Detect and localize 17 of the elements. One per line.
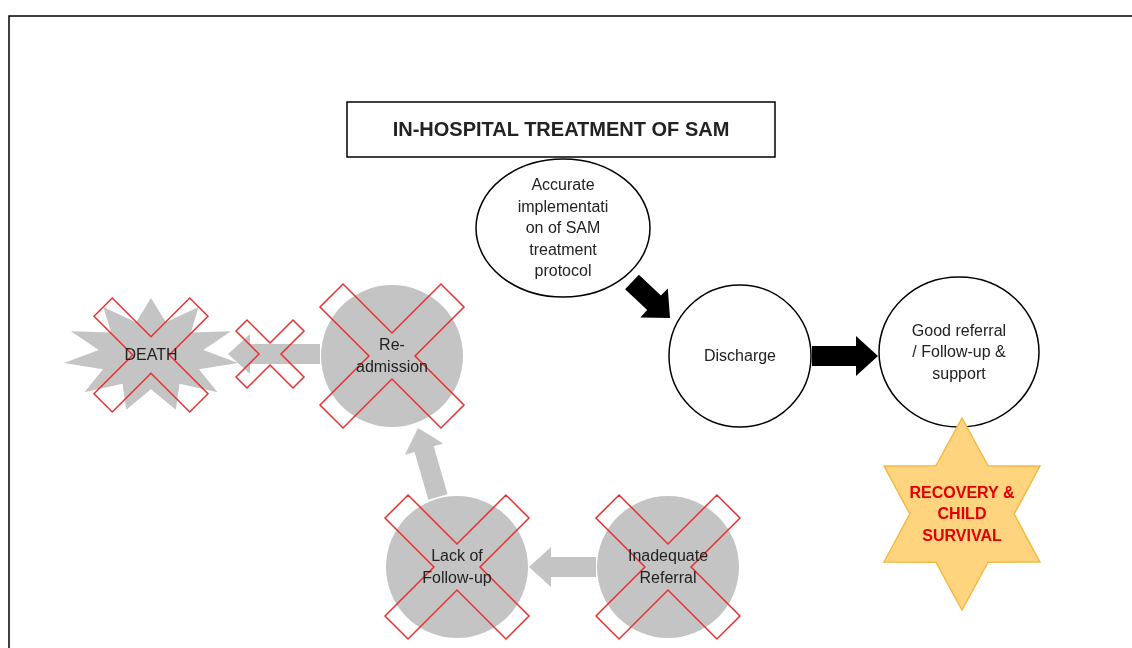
node-label: Accurate implementation of SAM treatment protocol	[516, 175, 610, 282]
circle-node	[878, 276, 1040, 428]
node-label: Good referral / Follow-up & support	[910, 320, 1008, 384]
node-label: Lack of Follow-up	[421, 546, 493, 588]
ellipse-node	[475, 158, 651, 298]
block-arrow	[529, 547, 596, 587]
circle-node	[668, 284, 812, 428]
node-label: RECOVERY & CHILD SURVIVAL	[908, 482, 1016, 546]
block-arrow	[404, 428, 448, 500]
node-label: Re-admission	[355, 335, 429, 377]
node-label: Discharge	[704, 346, 776, 367]
burst-node	[63, 298, 239, 412]
block-arrow	[228, 334, 320, 374]
title-box	[346, 101, 776, 158]
block-arrow	[625, 274, 670, 318]
title-text: IN-HOSPITAL TREATMENT OF SAM	[392, 117, 730, 142]
block-arrow	[812, 336, 878, 376]
